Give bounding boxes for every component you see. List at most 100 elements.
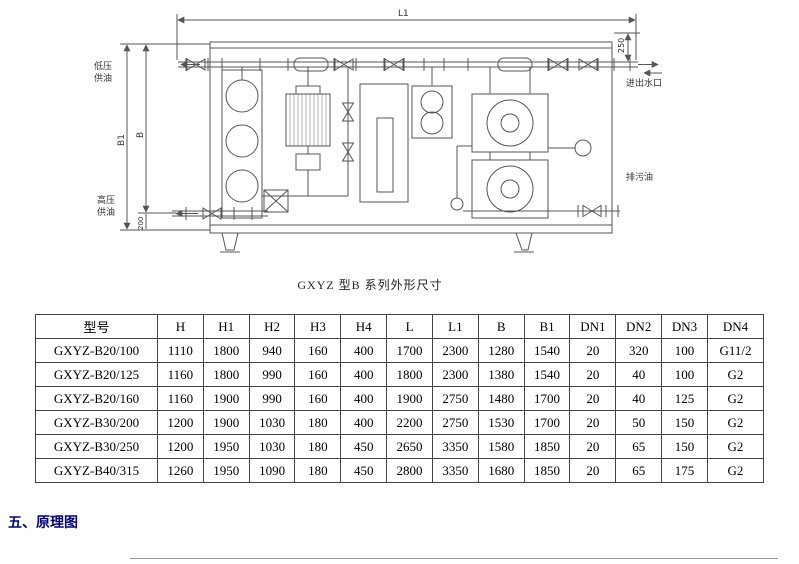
value-cell: 1950: [202, 434, 250, 459]
valve-column: [342, 67, 354, 196]
value-cell: 320: [615, 338, 663, 363]
value-cell: 1900: [386, 386, 433, 411]
dimension-b1: [120, 43, 210, 231]
value-cell: 150: [661, 434, 708, 459]
model-cell: GXYZ-B20/160: [35, 386, 158, 411]
value-cell: 1200: [157, 434, 204, 459]
value-cell: 100: [661, 362, 708, 387]
value-cell: 400: [340, 386, 388, 411]
value-cell: 65: [615, 434, 663, 459]
model-cell: GXYZ-B30/200: [35, 410, 158, 435]
value-cell: 1090: [248, 458, 296, 483]
feet: [220, 232, 534, 253]
value-cell: 1030: [248, 410, 296, 435]
value-cell: 1030: [248, 434, 296, 459]
model-cell: GXYZ-B20/100: [35, 338, 158, 363]
value-cell: 3350: [431, 434, 479, 459]
value-cell: 1950: [202, 458, 250, 483]
value-cell: 1700: [523, 410, 571, 435]
value-cell: 65: [615, 458, 663, 483]
value-cell: 450: [340, 434, 388, 459]
col-header-b: B: [477, 314, 525, 339]
value-cell: G2: [707, 458, 764, 483]
value-cell: 3350: [431, 458, 479, 483]
value-cell: 160: [294, 386, 342, 411]
drain-pipe: [450, 145, 620, 217]
dim-250-label: 250: [617, 38, 626, 53]
model-cell: GXYZ-B20/125: [35, 362, 158, 387]
col-header-model: 型号: [35, 314, 158, 339]
value-cell: 940: [248, 338, 296, 363]
value-cell: 40: [615, 362, 663, 387]
dimension-250: [614, 32, 640, 62]
value-cell: G11/2: [707, 338, 764, 363]
value-cell: 1900: [202, 386, 250, 411]
col-header-h: H: [157, 314, 204, 339]
model-cell: GXYZ-B40/315: [35, 458, 158, 483]
value-cell: 150: [661, 410, 708, 435]
value-cell: 100: [661, 338, 708, 363]
model-cell: GXYZ-B30/250: [35, 434, 158, 459]
dim-200-label: 200: [137, 217, 145, 230]
high-pressure-pipe: [172, 207, 268, 220]
value-cell: 1700: [523, 386, 571, 411]
value-cell: 20: [569, 338, 617, 363]
dim-b1-label: B1: [117, 134, 127, 146]
cooler-upper: [471, 93, 549, 153]
value-cell: 1680: [477, 458, 525, 483]
low-pressure-label-2: 供油: [94, 72, 112, 84]
value-cell: 1160: [157, 362, 204, 387]
cooler-lower: [471, 159, 549, 219]
value-cell: 180: [294, 410, 342, 435]
value-cell: 990: [248, 362, 296, 387]
table-header-row: 型号 H H1 H2 H3 H4 L L1 B B1 DN1 DN2 DN3 D…: [35, 314, 764, 339]
value-cell: 2750: [431, 386, 479, 411]
top-pipe: [178, 57, 662, 77]
cooler-piping: [489, 67, 592, 160]
value-cell: 20: [569, 458, 617, 483]
value-cell: 50: [615, 410, 663, 435]
col-header-l1: L1: [431, 314, 479, 339]
section-heading: 五、原理图: [8, 514, 78, 530]
value-cell: 1850: [523, 434, 571, 459]
cabinet-outline: [209, 41, 613, 234]
center-panel: [359, 83, 409, 203]
valve-block: [263, 189, 289, 213]
value-cell: 1530: [477, 410, 525, 435]
value-cell: 1850: [523, 458, 571, 483]
col-header-b1: B1: [523, 314, 571, 339]
dimension-l1: [176, 14, 637, 60]
value-cell: 400: [340, 410, 388, 435]
value-cell: 2200: [386, 410, 433, 435]
value-cell: 40: [615, 386, 663, 411]
value-cell: G2: [707, 434, 764, 459]
dim-l1-label: L1: [398, 9, 409, 19]
value-cell: 20: [569, 362, 617, 387]
value-cell: G2: [707, 386, 764, 411]
value-cell: 20: [569, 386, 617, 411]
value-cell: 2800: [386, 458, 433, 483]
value-cell: 1540: [523, 362, 571, 387]
col-header-dn1: DN1: [569, 314, 617, 339]
value-cell: 1260: [157, 458, 204, 483]
value-cell: 1280: [477, 338, 525, 363]
value-cell: 2300: [431, 362, 479, 387]
value-cell: 1580: [477, 434, 525, 459]
value-cell: 180: [294, 434, 342, 459]
value-cell: 1200: [157, 410, 204, 435]
value-cell: 400: [340, 362, 388, 387]
value-cell: 1480: [477, 386, 525, 411]
col-header-dn2: DN2: [615, 314, 663, 339]
next-figure-top-edge: [130, 558, 778, 559]
value-cell: 160: [294, 338, 342, 363]
value-cell: 20: [569, 434, 617, 459]
high-pressure-label-1: 高压: [97, 194, 115, 206]
value-cell: 450: [340, 458, 388, 483]
value-cell: 1380: [477, 362, 525, 387]
value-cell: 175: [661, 458, 708, 483]
